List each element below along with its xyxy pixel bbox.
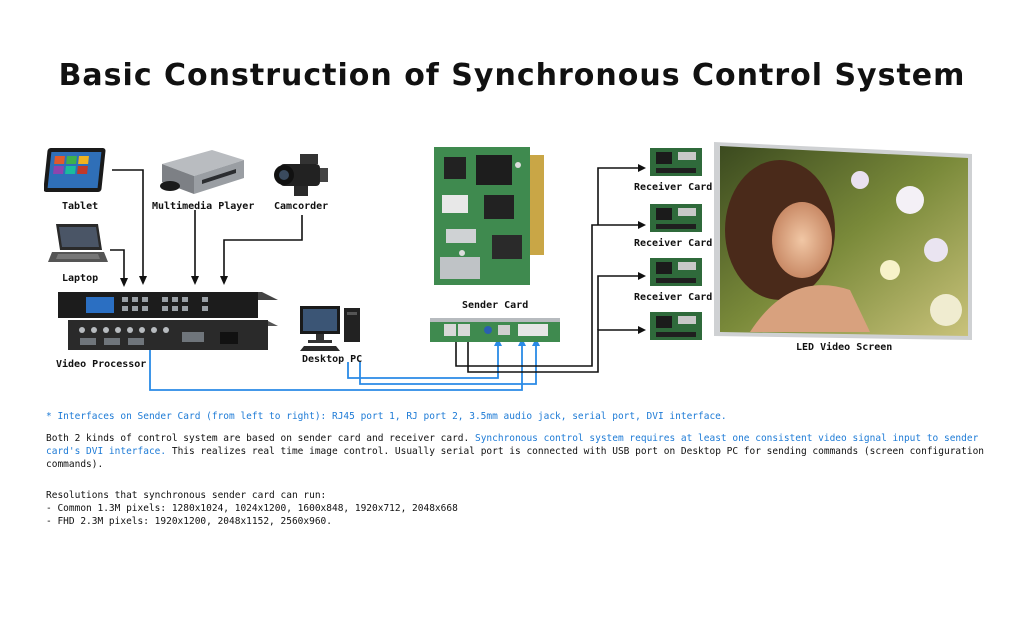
camcorder-icon: [274, 154, 328, 196]
camcorder-wire: [223, 215, 303, 278]
desktop-pc-icon: [300, 306, 360, 351]
resolutions-heading: Resolutions that synchronous sender card…: [46, 490, 327, 501]
serial-port-icon: [498, 325, 510, 335]
video-processor-icon: [58, 292, 278, 350]
sender-card-label: Sender Card: [462, 300, 529, 311]
audio-jack-icon: [484, 326, 492, 334]
desktop-pc-label: Desktop PC: [302, 354, 363, 365]
control-note-part-c: This realizes real time image control. U…: [46, 446, 985, 470]
receiver-card-2-icon: [650, 204, 702, 232]
rj45-2-wire-b: [597, 275, 640, 330]
multimedia-player-icon: [160, 150, 244, 194]
control-note-part-b: Synchronous control system requires at l…: [46, 433, 979, 457]
rj45-2-wire-a: [467, 329, 640, 373]
sender-card-interfaces-icon: [430, 318, 560, 342]
page-title: Basic Construction of Synchronous Contro…: [58, 58, 966, 93]
tablet-label: Tablet: [62, 201, 99, 212]
receiver-card-3-icon: [650, 258, 702, 286]
led-video-screen-label: LED Video Screen: [796, 342, 893, 353]
dvi-interface-icon: [518, 324, 548, 336]
camcorder-label: Camcorder: [274, 201, 329, 212]
tablet-icon: [44, 148, 106, 192]
network-wires: [455, 167, 640, 373]
rj45-1-wire-b: [597, 167, 640, 225]
rj45-1-wire-a: [455, 224, 640, 367]
sender-card-board-icon: [434, 147, 544, 285]
laptop-wire: [110, 249, 125, 280]
pc-to-dvi-wire: [359, 342, 537, 385]
input-wires: [110, 169, 303, 280]
receiver-card-1-icon: [650, 148, 702, 176]
receiver-card-2-label: Receiver Card: [634, 238, 713, 249]
video-processor-label: Video Processor: [56, 359, 147, 370]
rj45-port-2-icon: [458, 324, 470, 336]
receiver-card-1-label: Receiver Card: [634, 182, 713, 193]
resolution-common: - Common 1.3M pixels: 1280x1024, 1024x12…: [46, 503, 458, 514]
network-arrowheads: [638, 164, 646, 334]
input-arrowheads: [120, 276, 228, 287]
tablet-wire: [112, 169, 144, 278]
control-note-part-a: Both 2 kinds of control system are based…: [46, 433, 470, 444]
receiver-card-4-icon: [650, 312, 702, 340]
resolution-fhd: - FHD 2.3M pixels: 1920x1200, 2048x1152,…: [46, 516, 332, 527]
laptop-icon: [48, 224, 108, 262]
multimedia-player-label: Multimedia Player: [152, 201, 255, 212]
receiver-card-3-label: Receiver Card: [634, 292, 713, 303]
rj45-port-1-icon: [444, 324, 456, 336]
pc-to-serial-wire: [347, 342, 499, 379]
laptop-label: Laptop: [62, 273, 99, 284]
notes-section: * Interfaces on Sender Card (from left t…: [46, 410, 986, 528]
led-video-screen-icon: [714, 142, 972, 340]
interfaces-note: * Interfaces on Sender Card (from left t…: [46, 411, 727, 422]
control-system-note: Both 2 kinds of control system are based…: [46, 432, 986, 471]
